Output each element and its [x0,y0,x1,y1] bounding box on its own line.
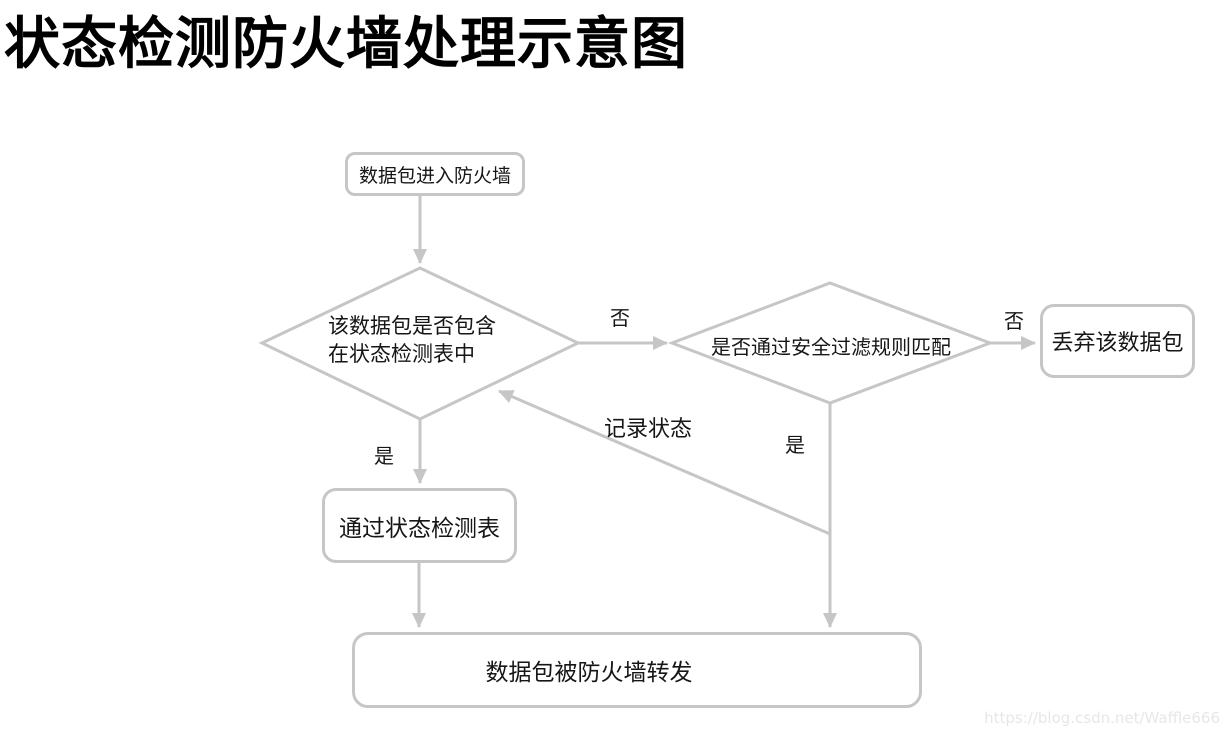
node-pass-state-table: 通过状态检测表 [322,488,517,563]
node-pass-state-table-label: 通过状态检测表 [339,515,500,542]
csdn-watermark: https://blog.csdn.net/Waffle666 [984,709,1220,727]
edge-label-state-table-yes: 是 [374,444,394,468]
node-packet-enters-firewall-label: 数据包进入防火墙 [358,164,511,187]
node-packet-forwarded-label: 数据包被防火墙转发 [485,660,693,686]
edge-label-filter-no: 否 [1004,309,1024,333]
edge-label-state-table-no: 否 [610,306,630,330]
edge-label-record-state: 记录状态 [604,417,693,442]
decision-state-table-line2: 在状态检测表中 [328,342,475,366]
node-decision-state-table-label: 该数据包是否包含 在状态检测表中 [328,312,496,368]
node-packet-enters-firewall: 数据包进入防火墙 [345,152,525,196]
node-discard-packet: 丢弃该数据包 [1040,304,1195,378]
page-title: 状态检测防火墙处理示意图 [4,12,688,77]
node-packet-forwarded: 数据包被防火墙转发 [352,632,922,708]
decision-state-table-line1: 该数据包是否包含 [328,314,496,338]
node-decision-filter-rules-label: 是否通过安全过滤规则匹配 [711,335,951,359]
node-discard-packet-label: 丢弃该数据包 [1051,331,1184,356]
edge-label-filter-yes: 是 [785,433,805,457]
